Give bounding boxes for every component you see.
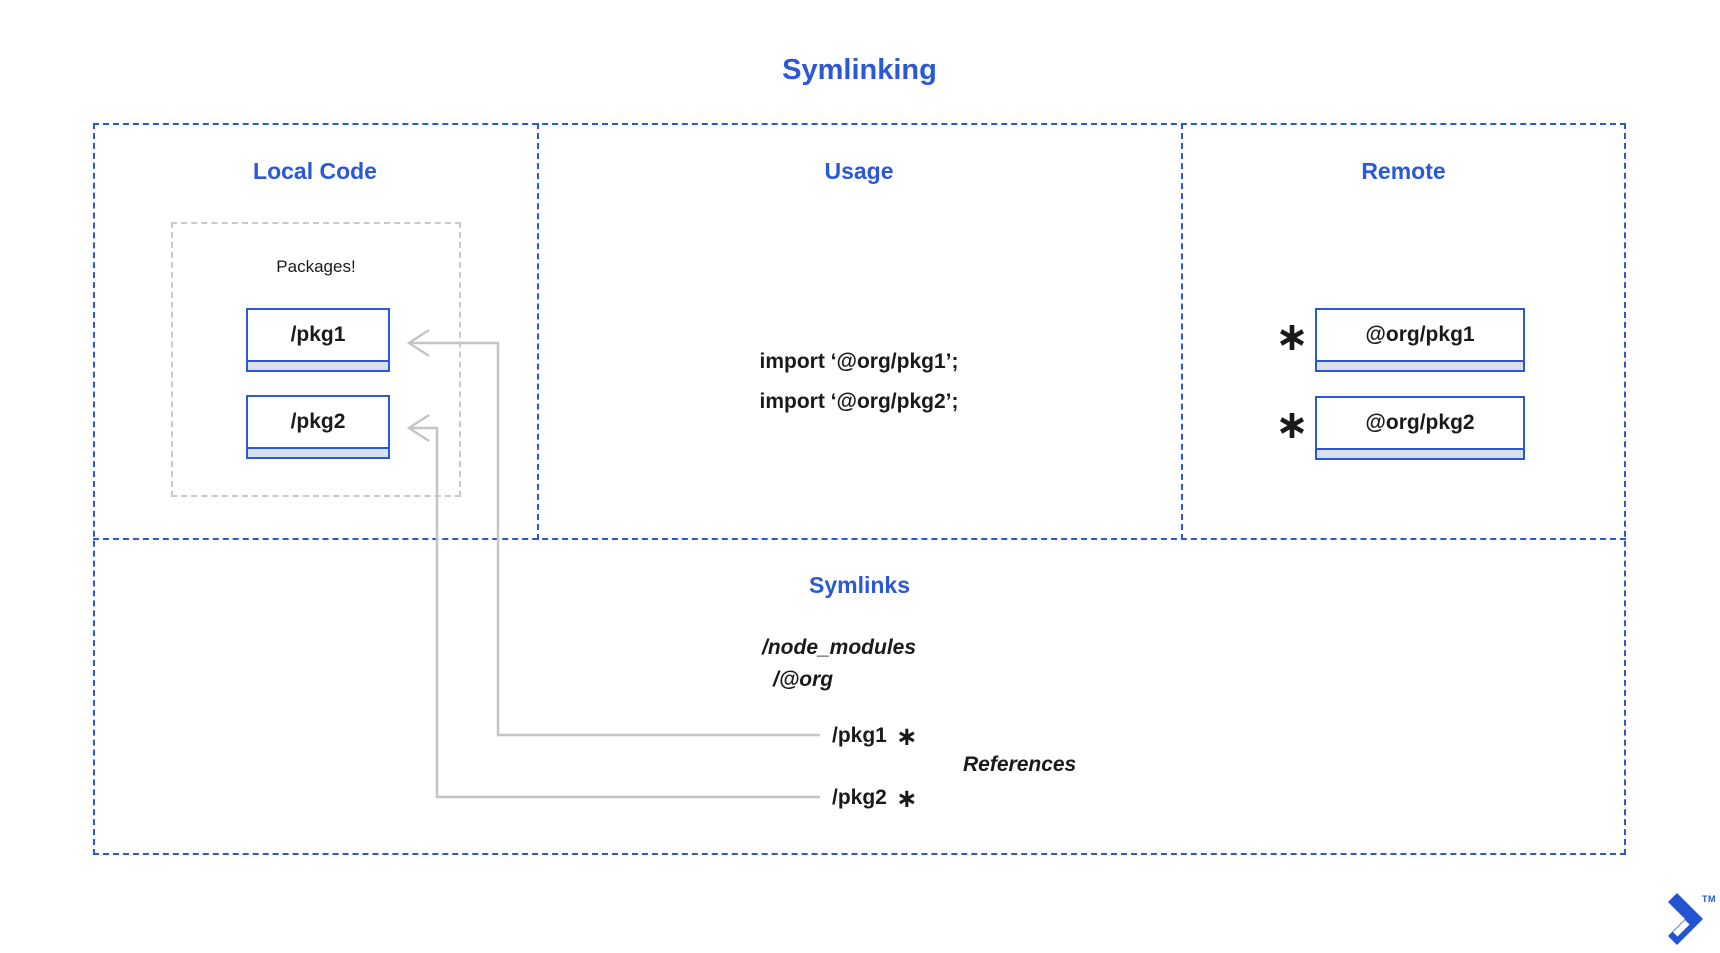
packages-label: Packages! [276, 257, 356, 276]
remote-pkg1-label: @org/pkg1 [1365, 323, 1475, 346]
symlink-pkg2-label: /pkg2 [832, 785, 887, 809]
divider-usage-remote [1181, 123, 1183, 540]
remote-pkg1-box: @org/pkg1 [1315, 308, 1525, 372]
symlink-pkg1-label: /pkg1 [832, 723, 887, 747]
local-pkg1-label: /pkg1 [290, 323, 346, 346]
symlink-pkg1-asterisk-icon: ∗ [895, 722, 918, 752]
local-pkg2-box-strip [248, 447, 388, 457]
divider-top-symlinks [93, 538, 1626, 540]
remote-pkg2-label: @org/pkg2 [1365, 411, 1475, 434]
symlink-entry-pkg2: /pkg2 ∗ [832, 784, 918, 814]
heading-remote: Remote [1361, 158, 1446, 184]
diagram-title: Symlinking [782, 54, 937, 86]
remote-pkg1-box-strip [1317, 360, 1523, 370]
remote-pkg2-box: @org/pkg2 [1315, 396, 1525, 460]
references-annotation: References [963, 753, 1077, 776]
usage-import-pkg1: import ‘@org/pkg1’; [759, 350, 959, 373]
trademark-label: TM [1702, 894, 1716, 904]
local-pkg1-box: /pkg1 [246, 308, 390, 372]
local-pkg1-box-strip [248, 360, 388, 370]
heading-usage: Usage [824, 158, 894, 184]
toptal-mark-icon [1668, 893, 1703, 945]
usage-import-pkg2: import ‘@org/pkg2’; [759, 390, 959, 413]
symlink-pkg2-asterisk-icon: ∗ [895, 784, 918, 814]
diagram-outer-frame [93, 123, 1626, 855]
remote-pkg2-asterisk-icon: ∗ [1275, 402, 1309, 448]
remote-pkg2-box-strip [1317, 448, 1523, 458]
divider-local-usage [537, 123, 539, 540]
heading-symlinks: Symlinks [809, 572, 910, 598]
symlinks-node-modules: /node_modules [762, 636, 917, 659]
symlinks-org-dir: /@org [773, 668, 834, 691]
symlink-entry-pkg1: /pkg1 ∗ [832, 722, 918, 752]
remote-pkg1-asterisk-icon: ∗ [1275, 314, 1309, 360]
local-pkg2-box: /pkg2 [246, 395, 390, 459]
heading-local-code: Local Code [253, 158, 377, 184]
local-pkg2-label: /pkg2 [290, 410, 346, 433]
